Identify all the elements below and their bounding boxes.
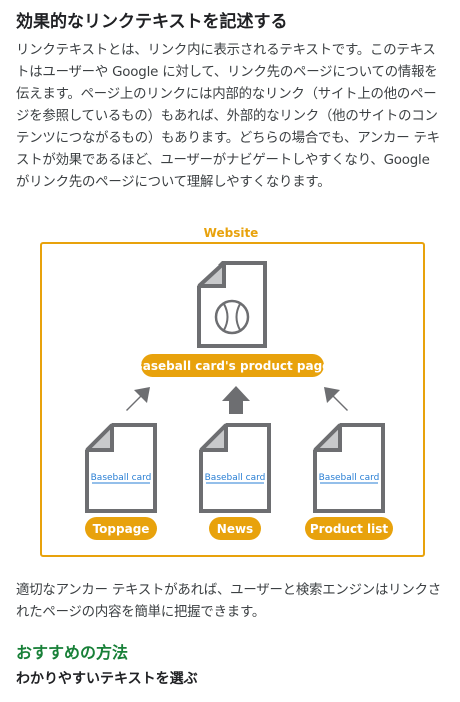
page-doc-product-list: Baseball card — [313, 423, 385, 513]
page-doc-toppage: Baseball card — [85, 423, 157, 513]
toppage-label: Toppage — [93, 522, 150, 536]
anchor-text-link: Baseball card — [205, 473, 266, 483]
product-list-pill — [305, 517, 393, 540]
arrows — [126, 386, 348, 414]
toppage-pill — [85, 517, 157, 540]
website-frame — [40, 242, 425, 557]
product-page-pill — [141, 354, 324, 377]
anchor-text-link: Baseball card — [319, 473, 380, 483]
anchor-text-link: Baseball card — [91, 473, 152, 483]
page-doc-news: Baseball card — [199, 423, 271, 513]
news-label: News — [217, 522, 253, 536]
arrow-up-right-icon — [126, 387, 150, 411]
baseball-icon — [214, 299, 250, 335]
website-label: Website — [204, 226, 259, 240]
product-list-label: Product list — [310, 522, 388, 536]
intro-paragraph: リンクテキストとは、リンク内に表示されるテキストです。このテキストはユーザーや … — [16, 43, 440, 190]
best-practices-heading: おすすめの方法 — [16, 643, 129, 662]
arrow-up-icon — [222, 386, 250, 414]
news-pill — [209, 517, 261, 540]
diagram-svg: Website Baseball card's product page — [40, 225, 425, 557]
product-page-label: Baseball card's product page — [134, 359, 331, 373]
arrow-up-left-icon — [324, 387, 348, 411]
section-heading: 効果的なリンクテキストを記述する — [16, 12, 288, 32]
summary-paragraph: 適切なアンカー テキストがあれば、ユーザーと検索エンジンはリンクされたページの内… — [16, 583, 441, 620]
top-page-doc — [197, 261, 267, 348]
subsection-heading: わかりやすいテキストを選ぶ — [16, 671, 198, 687]
link-text-diagram: Website Baseball card's product page — [0, 220, 460, 565]
